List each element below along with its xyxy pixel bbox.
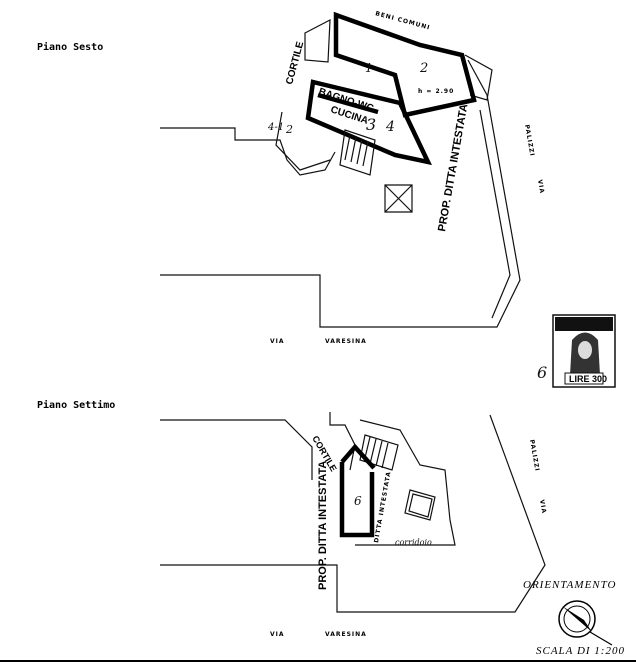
orientation-label: ORIENTAMENTO — [523, 579, 617, 591]
common-areas-label: BENI COMUNI — [374, 10, 431, 31]
site-outline — [160, 414, 546, 613]
revenue-stamp: LIRE 300 6 — [537, 314, 616, 388]
height-label: h = 2.90 — [418, 88, 454, 95]
plan-sesto: Piano Sesto CORTILE BAGNO-WC CUCINA BENI… — [37, 10, 545, 345]
sub-number: 4-1 — [267, 122, 284, 133]
compass-icon — [558, 600, 596, 638]
scale-label: SCALA DI 1:200 — [536, 645, 625, 657]
street-label: VIA — [270, 631, 285, 638]
floor-title: Piano Settimo — [37, 399, 115, 411]
owner-label: PROP. DITTA INTESTATA — [317, 461, 329, 590]
plan-settimo: Piano Settimo PROP. DITTA INTESTATA CORT… — [37, 399, 547, 638]
room-number: 4 — [385, 119, 395, 135]
street-label: PALIZZI — [523, 124, 536, 157]
corridor-label: corridoio — [395, 538, 432, 547]
compass: ORIENTAMENTO SCALA DI 1:200 — [523, 579, 625, 657]
apartment-walls — [339, 443, 376, 538]
room-number: 6 — [354, 494, 362, 508]
site-outline — [160, 59, 521, 328]
owner-label: PROP. DITTA INTESTATA — [436, 103, 470, 233]
street-label: VIA — [270, 338, 285, 345]
stamp-value: LIRE 300 — [569, 374, 607, 384]
owner-label: DITTA INTESTATA — [373, 471, 393, 544]
sub-number: 2 — [285, 123, 293, 136]
street-label: VIA — [538, 499, 547, 515]
street-label: VIA — [536, 179, 545, 195]
room-number: 2 — [419, 61, 428, 76]
street-edge — [479, 109, 511, 319]
room-number: 3 — [366, 115, 376, 134]
courtyard-label: CORTILE — [284, 40, 306, 86]
stamp-annotation: 6 — [537, 363, 547, 382]
floor-title: Piano Sesto — [37, 41, 103, 53]
street-label: PALIZZI — [528, 439, 541, 472]
room-number: 1 — [365, 61, 373, 75]
street-label: VARESINA — [325, 631, 367, 638]
street-label: VARESINA — [325, 338, 367, 345]
